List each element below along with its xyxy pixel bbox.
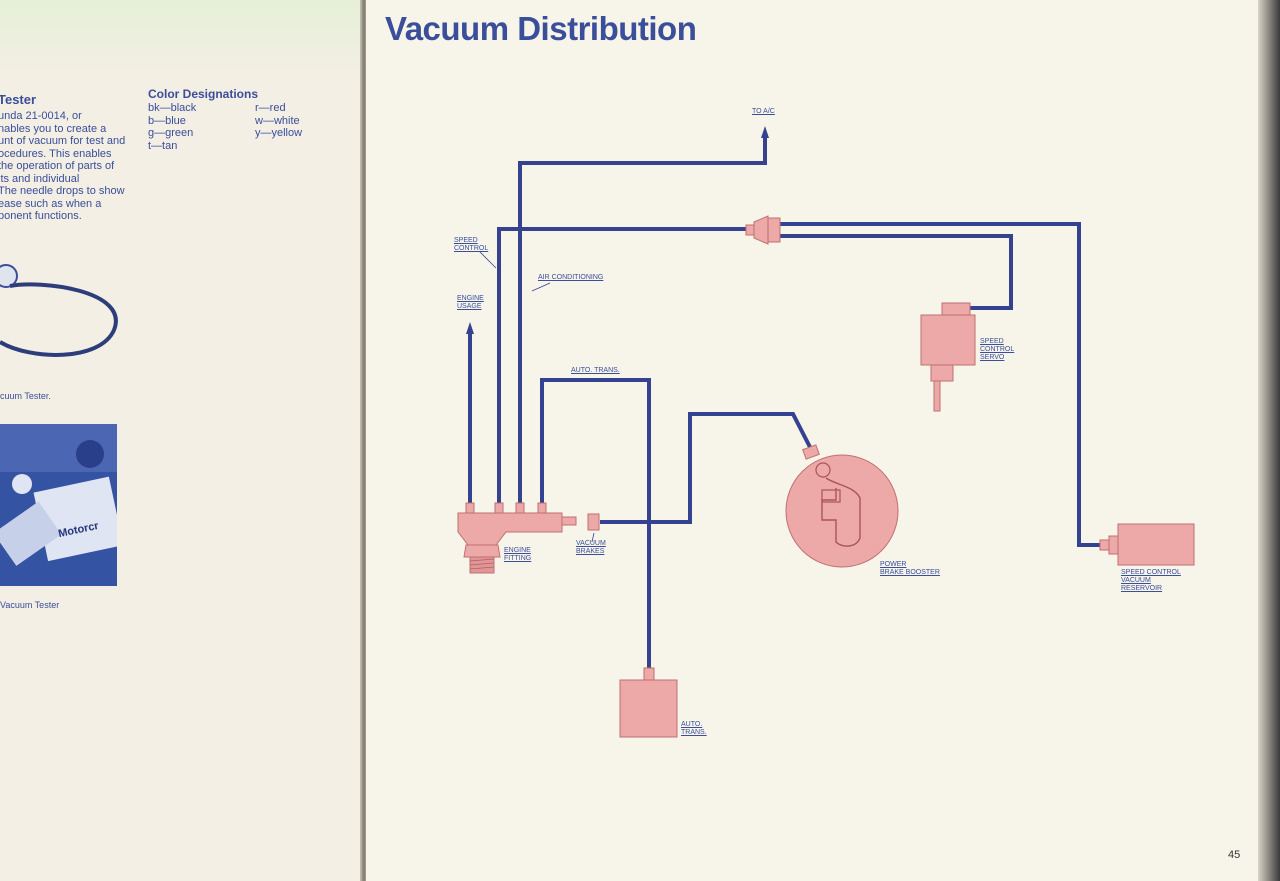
- hose-icon: [0, 282, 118, 357]
- arrow-up-icon: [466, 322, 474, 334]
- photo-caption-2: Vacuum Tester: [0, 600, 60, 610]
- engine-fitting-threads: [469, 558, 495, 570]
- page-edge-shadow: [1258, 0, 1280, 881]
- power-brake-booster: [785, 444, 899, 568]
- tester-heading: Tester: [0, 92, 37, 107]
- label-to-ac: TO A/C: [752, 108, 775, 115]
- line-reservoir: [779, 222, 1100, 547]
- vacuum-distribution-diagram: [457, 126, 1195, 738]
- leader-air-conditioning: [531, 282, 551, 292]
- line-speed-control: [497, 227, 751, 505]
- color-designations-right: r—red w—white y—yellow: [255, 102, 303, 139]
- gauge-icon: [0, 264, 18, 288]
- line-vacuum-brakes: [600, 412, 814, 524]
- line-auto-trans: [540, 378, 651, 672]
- book-gutter: [360, 0, 368, 881]
- label-auto-trans-unit: AUTO. TRANS.: [681, 721, 707, 736]
- label-power-brake-booster: POWER BRAKE BOOSTER: [880, 561, 940, 576]
- label-speed-control-vacuum-reservoir: SPEED CONTROL VACUUM RESERVOIR: [1121, 569, 1181, 592]
- line-servo: [779, 234, 1013, 310]
- right-page: Vacuum Distribution: [366, 0, 1260, 881]
- color-designations-title: Color Designations: [148, 87, 259, 101]
- vacuum-tester-photo: Motorcr: [0, 424, 117, 586]
- label-engine-fitting: ENGINE FITTING: [504, 547, 532, 562]
- leader-speed-control: [479, 251, 497, 269]
- color-designations-left: bk—black b—blue g—green t—tan: [148, 102, 197, 152]
- page-title: Vacuum Distribution: [385, 10, 697, 47]
- label-engine-usage: ENGINE USAGE: [457, 295, 484, 310]
- engine-fitting: [457, 502, 600, 574]
- line-to-ac: [518, 135, 767, 505]
- speed-control-vacuum-reservoir: [1099, 523, 1195, 566]
- label-air-conditioning: AIR CONDITIONING: [538, 274, 604, 281]
- label-speed-control-servo: SPEED CONTROL SERVO: [980, 338, 1015, 361]
- vacuum-lines: [468, 135, 1100, 672]
- auto-trans-unit: [619, 667, 678, 738]
- label-vacuum-brakes: VACUUM BRAKES: [576, 540, 606, 555]
- speed-control-servo: [920, 302, 976, 412]
- arrow-up-icon: [761, 126, 769, 138]
- left-page: Tester unda 21-0014, or nables you to cr…: [0, 0, 362, 881]
- photo-caption-1: cuum Tester.: [0, 391, 51, 401]
- leader-vacuum-brakes: [591, 532, 595, 543]
- page-number: 45: [1228, 849, 1241, 861]
- tee-fitting: [745, 215, 781, 245]
- bleed-through-header: [0, 0, 362, 80]
- photo-illustration: [0, 424, 117, 586]
- tester-body-text: unda 21-0014, or nables you to create a …: [0, 110, 126, 222]
- label-speed-control: SPEED CONTROL: [454, 237, 489, 252]
- label-auto-trans-line: AUTO. TRANS.: [571, 367, 620, 374]
- vacuum-tester-illustration: [0, 264, 118, 357]
